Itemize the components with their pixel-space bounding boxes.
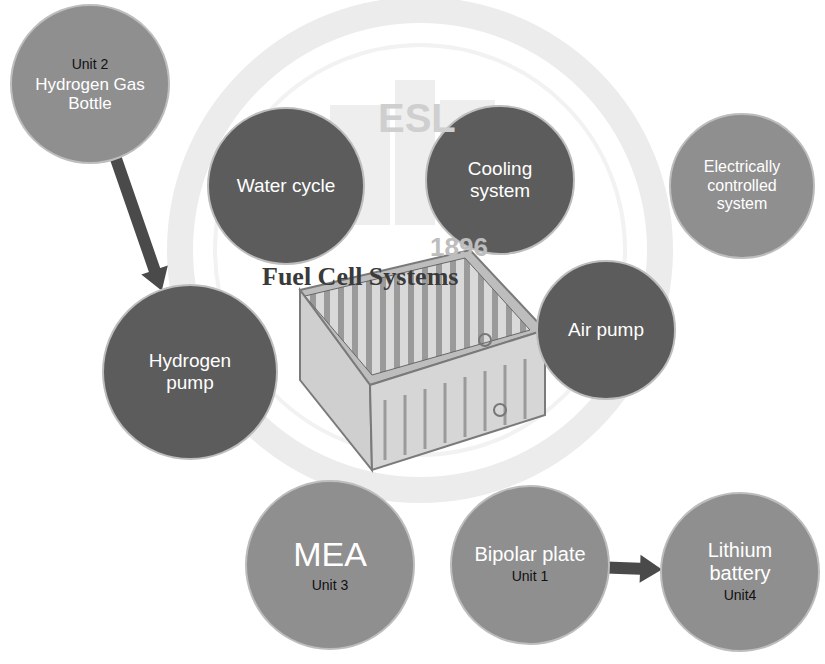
unit-label: Unit 2 xyxy=(72,56,109,72)
control-circle: Electrically controlled system xyxy=(669,113,815,259)
watermark-text: 1896 xyxy=(430,232,488,263)
flow-arrow xyxy=(606,555,662,583)
illustration-title: Fuel Cell Systems xyxy=(262,262,458,292)
hydrogen-pump-circle: Hydrogen pump xyxy=(102,284,278,460)
unit-label: Unit4 xyxy=(724,587,757,603)
battery-circle: Lithium batteryUnit4 xyxy=(660,492,820,652)
node-label: Hydrogen Gas Bottle xyxy=(34,75,146,114)
watermark-text: ESL xyxy=(378,96,456,141)
air-pump-circle: Air pump xyxy=(536,260,676,400)
node-label: Cooling system xyxy=(448,158,553,202)
node-label: MEA xyxy=(293,535,367,574)
bipolar-plate-circle: Bipolar plateUnit 1 xyxy=(450,485,610,645)
water-circle: Water cycle xyxy=(207,107,365,265)
node-label: Lithium battery xyxy=(684,539,796,585)
node-label: Hydrogen pump xyxy=(129,350,252,394)
node-label: Water cycle xyxy=(237,175,336,197)
node-label: Air pump xyxy=(568,319,644,341)
hydrogen-bottle-circle: Unit 2 Hydrogen Gas Bottle xyxy=(10,4,170,164)
mea-circle: MEA Unit 3 xyxy=(245,480,415,650)
unit-label: Unit 1 xyxy=(512,568,549,584)
flow-arrow xyxy=(109,154,168,291)
node-label: Electrically controlled system xyxy=(691,158,793,213)
node-label: Bipolar plate xyxy=(474,543,585,566)
unit-label: Unit 3 xyxy=(312,577,349,593)
